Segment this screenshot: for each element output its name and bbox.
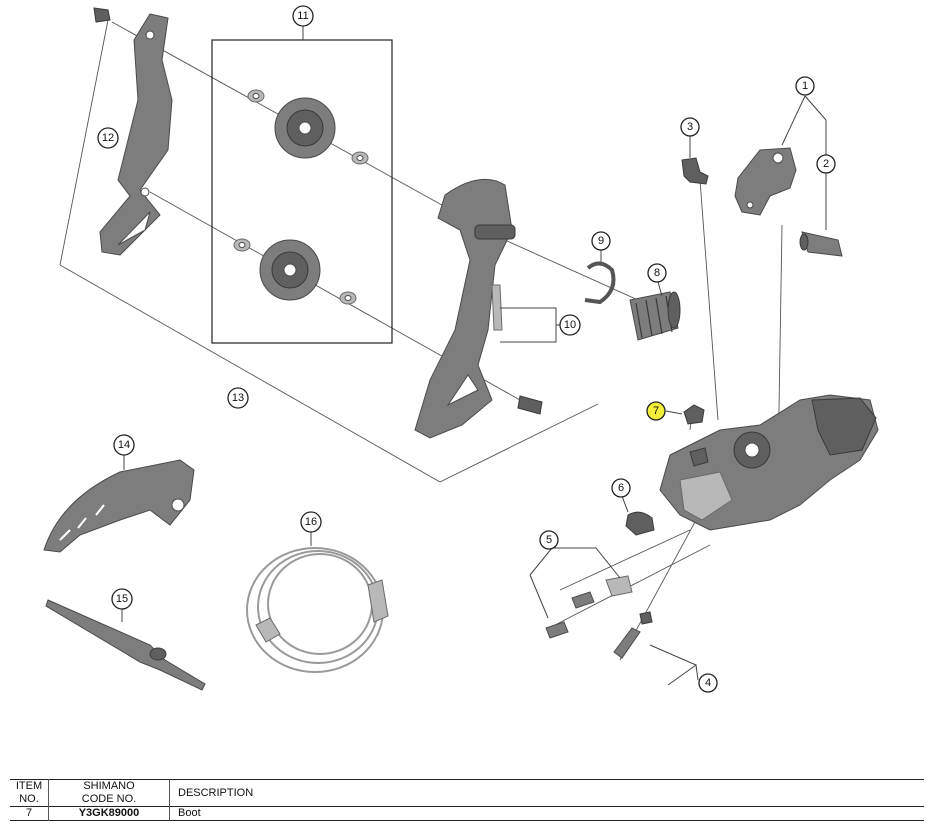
svg-text:14: 14 [118,439,130,451]
callout-1: 1 [795,76,815,96]
part-6-cover [625,511,655,536]
part-3-bolt [681,157,709,185]
svg-text:10: 10 [564,319,576,331]
callout-6: 6 [611,478,631,498]
callout-7: 7 [646,401,666,421]
callout-15: 15 [111,588,133,610]
part-9-clip [584,261,616,305]
part-8-spring [629,291,681,341]
part-2-adjuster [799,231,843,257]
lower-pulley [259,239,321,301]
callout-12: 12 [97,127,119,149]
cell-item-no: 7 [10,806,49,821]
callout-10: 10 [559,314,581,336]
cell-code-no: Y3GK89000 [48,806,170,821]
part-5-screws [545,575,633,639]
callout-3: 3 [680,117,700,137]
callout-2: 2 [816,154,836,174]
svg-text:9: 9 [598,235,604,247]
callout-16: 16 [300,511,322,533]
svg-text:11: 11 [297,10,308,22]
part-7-boot [683,404,705,425]
svg-text:5: 5 [546,534,552,546]
part-12-outer-plate [93,7,173,256]
svg-text:4: 4 [705,677,711,689]
svg-text:1: 1 [802,80,808,92]
header-code-no: SHIMANO CODE NO. [48,779,170,807]
callout-8: 8 [647,263,667,283]
svg-text:13: 13 [232,392,244,404]
callout-14: 14 [113,434,135,456]
part-16-cable [246,547,389,673]
part-4-pin [613,611,653,659]
svg-text:2: 2 [823,158,829,170]
svg-text:6: 6 [618,482,624,494]
upper-pulley [274,97,336,159]
callout-5: 5 [539,530,559,550]
derailleur-main-body [659,394,879,531]
part-1-bracket [734,147,797,216]
table-row: 7 Y3GK89000 Boot [10,806,924,821]
svg-text:15: 15 [116,593,128,605]
callout-13: 13 [227,387,249,409]
parts-table: ITEM NO. SHIMANO CODE NO. DESCRIPTION 7 … [10,779,924,821]
cell-description: Boot [178,807,201,819]
callout-9: 9 [591,231,611,251]
header-description: DESCRIPTION [178,786,254,799]
svg-text:12: 12 [102,132,114,144]
callout-4: 4 [698,673,718,693]
part-inner-cage-plate [414,178,543,439]
exploded-parts-diagram: 1 2 3 4 5 6 7 8 9 10 11 12 [43,5,879,693]
header-item-no: ITEM NO. [10,779,49,807]
svg-text:16: 16 [305,516,317,528]
part-11-pulley-box [211,39,393,344]
callout-11: 11 [292,5,314,27]
svg-text:7: 7 [653,405,659,417]
svg-text:8: 8 [654,267,660,279]
svg-text:3: 3 [687,121,693,133]
callout-leaders [121,26,827,686]
parts-table-header: ITEM NO. SHIMANO CODE NO. DESCRIPTION [10,779,924,807]
part-15-tool [45,599,206,691]
part-14-guard [43,459,195,553]
